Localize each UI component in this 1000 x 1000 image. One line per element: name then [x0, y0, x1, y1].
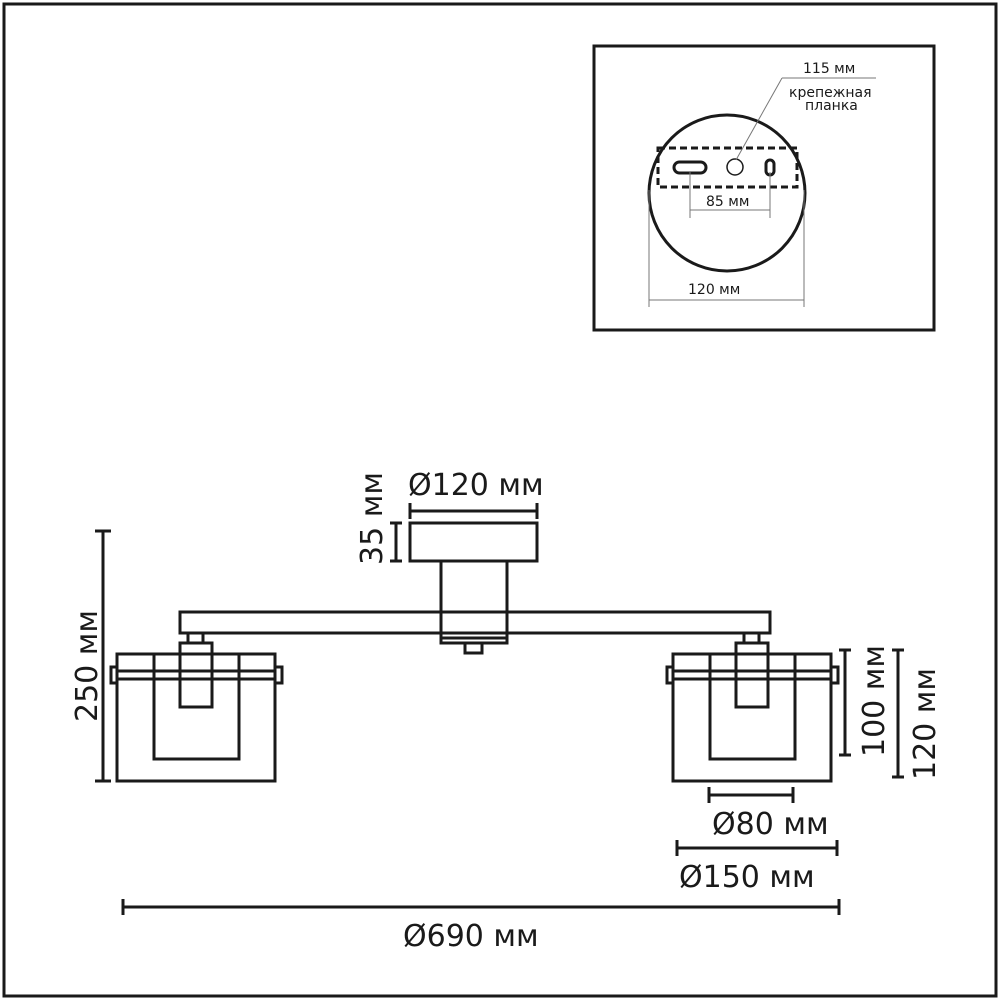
canopy-diameter-label: Ø120 мм [408, 468, 544, 503]
total-height-label: 250 мм [70, 610, 105, 722]
slot-hole [672, 160, 708, 175]
canopy-height-label: 35 мм [355, 472, 390, 565]
center-hole [726, 158, 744, 176]
arm [178, 610, 772, 635]
total-width-label: Ø690 мм [403, 919, 539, 954]
inset-diameter-label: 120 мм [688, 282, 740, 298]
shade-inner-height-label: 100 мм [857, 645, 892, 757]
stem [439, 559, 509, 645]
plate-label-2: планка [805, 98, 858, 114]
shade-diameter-label: Ø150 мм [679, 860, 815, 895]
shade-inner-diameter-label: Ø80 мм [712, 807, 829, 842]
dimension-lines [95, 503, 904, 915]
right-shade [665, 631, 840, 783]
hole-label: 115 мм [803, 61, 855, 77]
canopy-circle [647, 113, 807, 273]
left-shade [109, 631, 284, 783]
fixture [109, 521, 840, 783]
mounting-inset: 115 мм крепежная планка 85 мм 120 мм [592, 44, 936, 332]
hole-spacing-label: 85 мм [706, 194, 749, 210]
canopy [408, 521, 539, 563]
plate-label-1: крепежная [789, 85, 872, 101]
mounting-plate [656, 146, 799, 189]
shade-height-label: 120 мм [908, 668, 943, 780]
